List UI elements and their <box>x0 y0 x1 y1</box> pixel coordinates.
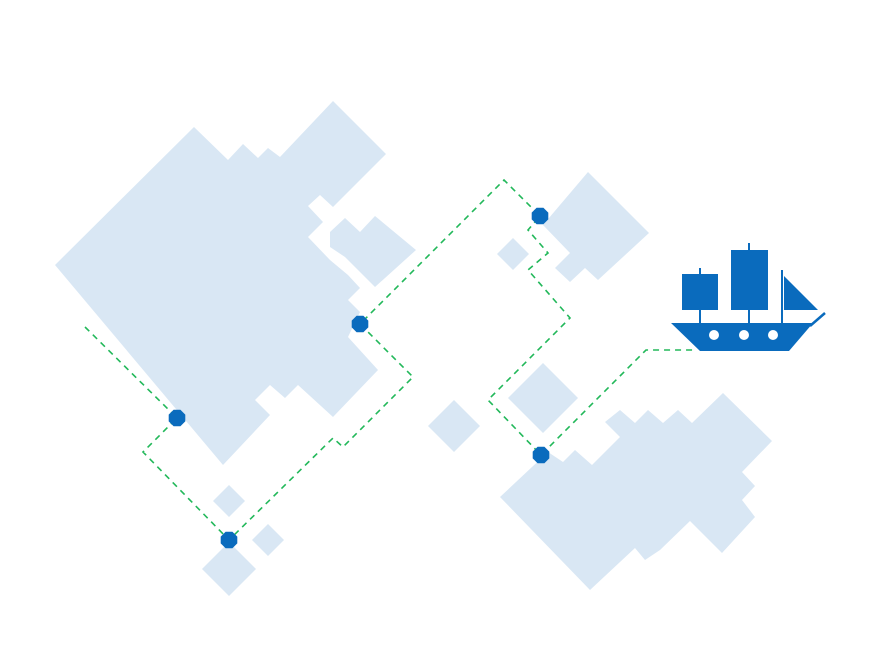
islet <box>428 400 480 452</box>
waypoint-marker-icon <box>168 409 186 427</box>
islands <box>55 101 772 596</box>
waypoints <box>168 207 550 549</box>
islet <box>213 485 245 517</box>
island-top-right <box>543 172 649 282</box>
waypoint-marker-icon <box>531 207 549 225</box>
islet <box>202 542 256 596</box>
island-left-east <box>330 216 416 287</box>
waypoint-marker-icon <box>220 531 238 549</box>
island-large-left <box>55 101 386 465</box>
waypoint-marker-icon <box>532 446 550 464</box>
islet <box>497 238 529 270</box>
islet <box>252 524 284 556</box>
sail <box>682 274 718 310</box>
dashed-route <box>84 178 695 542</box>
waypoint-marker-icon <box>351 315 369 333</box>
sail <box>731 250 768 310</box>
islet <box>508 363 578 433</box>
sail <box>784 276 818 310</box>
island-bottom-right <box>500 393 772 590</box>
ship-icon <box>671 243 826 351</box>
